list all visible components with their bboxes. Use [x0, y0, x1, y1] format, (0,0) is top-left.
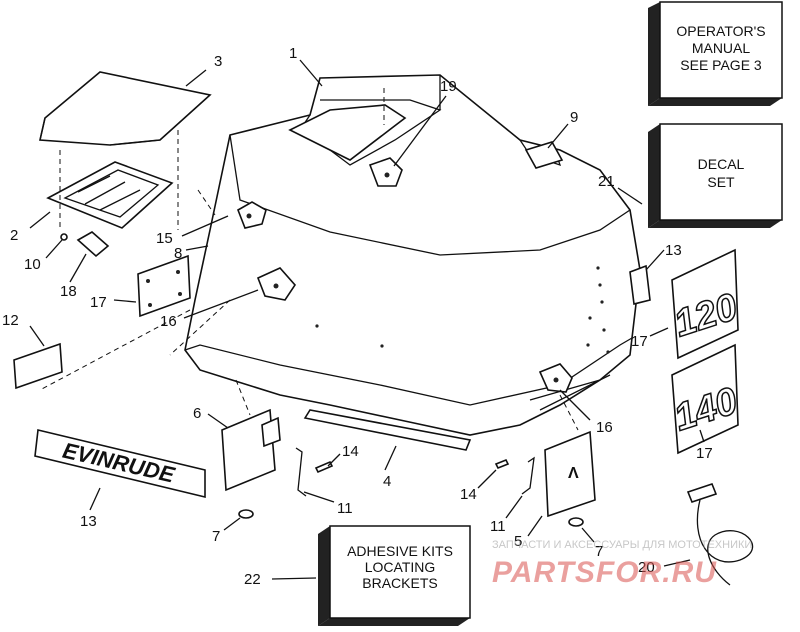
motor-cover	[184, 74, 641, 436]
callout-21: 21	[598, 173, 615, 190]
callout-22: 22	[244, 571, 261, 588]
callout-2: 2	[10, 227, 18, 244]
latch-bracket-left	[295, 447, 307, 497]
watermark-logo: PARTSFOR.RU	[492, 556, 717, 589]
callout-18: 18	[60, 283, 77, 300]
callout-7-right: 7	[595, 543, 603, 560]
callout-1: 1	[289, 45, 297, 62]
operators-manual-line-2: MANUAL	[692, 40, 751, 56]
decal-strip	[13, 342, 63, 390]
callout-13-left: 13	[80, 513, 97, 530]
callout-12: 12	[2, 312, 19, 329]
screw-14-left	[314, 460, 334, 474]
callout-17-left: 17	[90, 294, 107, 311]
decal-set-line-2: SET	[707, 174, 735, 190]
note-adhesive-kits: ADHESIVE KITS LOCATING BRACKETS	[318, 525, 471, 626]
hose-plug	[76, 231, 110, 258]
bracket-lower-right	[544, 430, 596, 518]
adhesive-kits-line-2: LOCATING	[365, 559, 436, 575]
adhesive-kits-line-3: BRACKETS	[362, 575, 437, 591]
adhesive-kits-line-1: ADHESIVE KITS	[347, 543, 453, 559]
callout-16-right: 16	[596, 419, 613, 436]
callout-19: 19	[440, 78, 457, 95]
callout-7-left: 7	[212, 528, 220, 545]
callout-11-right: 11	[490, 518, 506, 535]
fuel-line	[686, 483, 754, 586]
brand-decal: EVINRUDE	[34, 429, 206, 499]
operators-manual-line-3: SEE PAGE 3	[680, 57, 762, 73]
callout-14-right: 14	[460, 486, 477, 503]
callout-labels: 1 2 3 4 5 6 7 7 8 9 10 11 11 12 13 13 14…	[2, 45, 713, 588]
screw-14-right	[494, 458, 510, 470]
callout-13-right: 13	[665, 242, 682, 259]
grommet-7-left	[238, 509, 254, 519]
callout-16-left: 16	[160, 313, 177, 330]
trim-strip	[303, 409, 472, 451]
brand-decal-text: EVINRUDE	[60, 438, 178, 488]
callout-3: 3	[214, 53, 222, 70]
callout-17-mid: 17	[631, 333, 648, 350]
svg-text:Λ: Λ	[568, 465, 579, 482]
callout-11-left: 11	[337, 500, 353, 517]
note-operators-manual: OPERATOR'S MANUAL SEE PAGE 3	[648, 1, 783, 106]
cover-bracket-right	[629, 264, 651, 305]
watermark: ЗАПЧАСТИ И АКСЕССУАРЫ ДЛЯ МОТОТЕХНИКИ PA…	[492, 539, 752, 589]
grommet-7-right	[568, 517, 584, 527]
cover-clip	[524, 141, 564, 169]
leader-lines	[29, 59, 705, 580]
air-intake-lid	[39, 71, 212, 146]
callout-5: 5	[514, 533, 522, 550]
model-decal-120: 120	[668, 248, 743, 360]
watermark-tagline: ЗАПЧАСТИ И АКСЕССУАРЫ ДЛЯ МОТОТЕХНИКИ	[492, 539, 752, 551]
bracket-left	[137, 254, 191, 318]
callout-4: 4	[383, 473, 391, 490]
model-decal-140: 140	[668, 343, 743, 455]
callout-6: 6	[193, 405, 201, 422]
decal-set-line-1: DECAL	[698, 156, 745, 172]
callout-14-left: 14	[342, 443, 359, 460]
callout-20: 20	[638, 559, 655, 576]
washer	[60, 233, 68, 241]
note-decal-set: DECAL SET	[648, 123, 783, 228]
callout-9: 9	[570, 109, 578, 126]
intake-grille	[46, 161, 174, 229]
operators-manual-line-1: OPERATOR'S	[676, 23, 765, 39]
construction-lines	[39, 88, 579, 431]
callout-8: 8	[174, 245, 182, 262]
callout-10: 10	[24, 256, 41, 273]
callout-17-low: 17	[696, 445, 713, 462]
latch-bracket-right	[521, 456, 535, 495]
callout-15: 15	[156, 230, 173, 247]
